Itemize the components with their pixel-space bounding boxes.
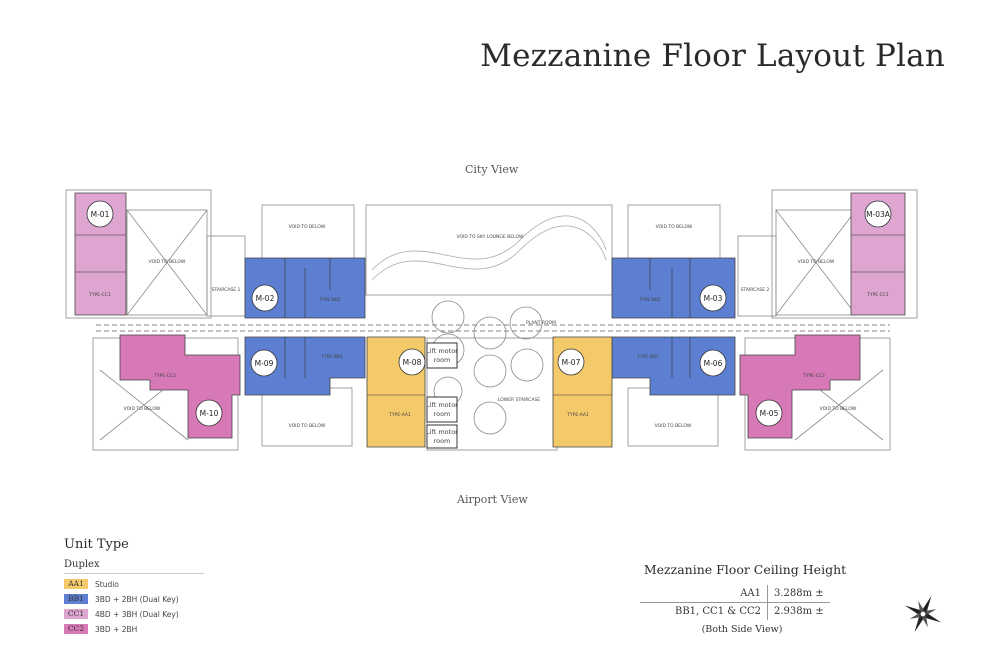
staircase-2 — [737, 235, 777, 317]
block-right-upper — [771, 189, 918, 319]
void-m06-label: VOID TO BELOW — [655, 423, 692, 429]
badge-m10 — [195, 399, 223, 427]
type-bb1-m09: TYPE-BB1 — [320, 354, 343, 360]
legend-chip-bb1: BB1 — [64, 594, 88, 604]
ceiling-table: AA1 3.288m ± BB1, CC1 & CC2 2.938m ± — [640, 585, 830, 620]
ceiling-height-panel: Mezzanine Floor Ceiling Height AA1 3.288… — [640, 562, 850, 635]
void-m09-label: VOID TO BELOW — [289, 423, 326, 429]
legend-desc-aa1: Studio — [95, 579, 119, 589]
label-m03a: M-03A — [866, 210, 891, 219]
type-bb1-m06: TYPE-BB1 — [636, 354, 659, 360]
ceiling-row-bb1: BB1, CC1 & CC2 2.938m ± — [640, 602, 830, 620]
staircase-2-label: STAIRCASE 2 — [741, 287, 770, 293]
label-m09: M-09 — [255, 359, 274, 368]
legend-chip-cc1: CC1 — [64, 609, 88, 619]
legend-row-aa1: AA1 Studio — [64, 579, 204, 589]
legend-chip-cc2: CC2 — [64, 624, 88, 634]
staircase-1-label: STAIRCASE 1 — [212, 287, 241, 293]
lift-motor-room-2 — [426, 396, 458, 423]
label-m05: M-05 — [760, 409, 779, 418]
legend-desc-cc1: 4BD + 3BH (Dual Key) — [95, 609, 179, 619]
type-cc1-left: TYPE-CC1 — [88, 292, 111, 298]
airport-view-label: Airport View — [457, 493, 528, 506]
label-m08: M-08 — [403, 358, 422, 367]
badge-m02 — [251, 284, 279, 312]
label-m07: M-07 — [562, 358, 581, 367]
ceiling-note: (Both Side View) — [701, 624, 783, 635]
legend-row-bb1: BB1 3BD + 2BH (Dual Key) — [64, 594, 204, 604]
plant-room-label: PLANT ROOM — [526, 320, 556, 326]
label-m10: M-10 — [200, 409, 219, 418]
label-m06: M-06 — [704, 359, 723, 368]
lift-motor-room-2-l2: room — [434, 410, 451, 418]
unit-m01 — [74, 192, 127, 316]
void-m02-label: VOID TO BELOW — [289, 224, 326, 230]
badge-m03 — [699, 284, 727, 312]
unit-m05 — [739, 334, 861, 439]
badge-m07 — [557, 348, 585, 376]
lift-motor-room-3-l1: Lift motor — [426, 428, 458, 436]
lift-motor-room-3 — [426, 424, 458, 449]
type-bb1-m03: TYPE-BB1 — [638, 297, 661, 303]
void-left-upper-label: VOID TO BELOW — [149, 259, 186, 265]
legend-row-cc1: CC1 4BD + 3BH (Dual Key) — [64, 609, 204, 619]
lift-motor-room-1-l1: Lift motor — [426, 347, 458, 355]
legend-title: Unit Type — [64, 537, 129, 552]
ceiling-height-aa1: 3.288m ± — [767, 585, 830, 603]
unit-type-legend: Unit Type Duplex AA1 Studio BB1 3BD + 2B… — [64, 537, 204, 634]
city-view-label: City View — [465, 163, 519, 176]
type-cc2-left: TYPE-CC2 — [153, 373, 176, 379]
void-m06-lower — [627, 387, 719, 447]
void-left-lower-label: VOID TO BELOW — [124, 406, 161, 412]
badge-m05 — [755, 399, 783, 427]
block-left-upper — [65, 189, 212, 319]
void-right-lower-label: VOID TO BELOW — [820, 406, 857, 412]
legend-row-cc2: CC2 3BD + 2BH — [64, 624, 204, 634]
void-m03-upper — [627, 204, 721, 261]
label-m03: M-03 — [704, 294, 723, 303]
lower-staircase-label: LOWER STAIRCASE — [498, 397, 540, 403]
lift-motor-room-1-l2: room — [434, 356, 451, 364]
legend-chip-aa1: AA1 — [64, 579, 88, 589]
type-cc1-right: TYPE-CC1 — [866, 292, 889, 298]
lift-motor-room-3-l2: room — [434, 437, 451, 445]
ceiling-type-aa1: AA1 — [640, 585, 768, 603]
void-right-upper-label: VOID TO BELOW — [798, 259, 835, 265]
ceiling-type-bb1: BB1, CC1 & CC2 — [640, 602, 768, 620]
badge-m03a — [864, 200, 892, 228]
void-sky-lounge — [365, 204, 613, 296]
unit-m03a — [850, 192, 906, 316]
void-m09-lower — [261, 387, 353, 447]
type-aa1-m07: TYPE-AA1 — [566, 412, 589, 418]
type-cc2-right: TYPE-CC2 — [802, 373, 825, 379]
badge-m08 — [398, 348, 426, 376]
ceiling-title: Mezzanine Floor Ceiling Height — [643, 562, 847, 577]
page-title: Mezzanine Floor Layout Plan — [480, 38, 945, 74]
void-sky-label: VOID TO SKY LOUNGE BELOW — [457, 234, 524, 240]
badge-m01 — [86, 200, 114, 228]
compass-rose-icon — [904, 595, 942, 633]
ceiling-height-bb1: 2.938m ± — [774, 606, 824, 617]
label-m02: M-02 — [256, 294, 275, 303]
type-aa1-m08: TYPE-AA1 — [388, 412, 411, 418]
badge-m09 — [250, 349, 278, 377]
void-m02-upper — [261, 204, 355, 261]
ceiling-row-aa1: AA1 3.288m ± — [640, 585, 830, 603]
legend-desc-bb1: 3BD + 2BH (Dual Key) — [95, 594, 179, 604]
lift-motor-room-2-l1: Lift motor — [426, 401, 458, 409]
staircase-1 — [206, 235, 246, 317]
legend-desc-cc2: 3BD + 2BH — [95, 624, 138, 634]
unit-m10 — [119, 334, 241, 439]
type-bb1-m02: TYPE-BB1 — [318, 297, 341, 303]
legend-subtitle: Duplex — [64, 559, 204, 574]
badge-m06 — [699, 349, 727, 377]
void-m03-label: VOID TO BELOW — [656, 224, 693, 230]
label-m01: M-01 — [91, 210, 110, 219]
lift-motor-room-1 — [426, 342, 458, 369]
